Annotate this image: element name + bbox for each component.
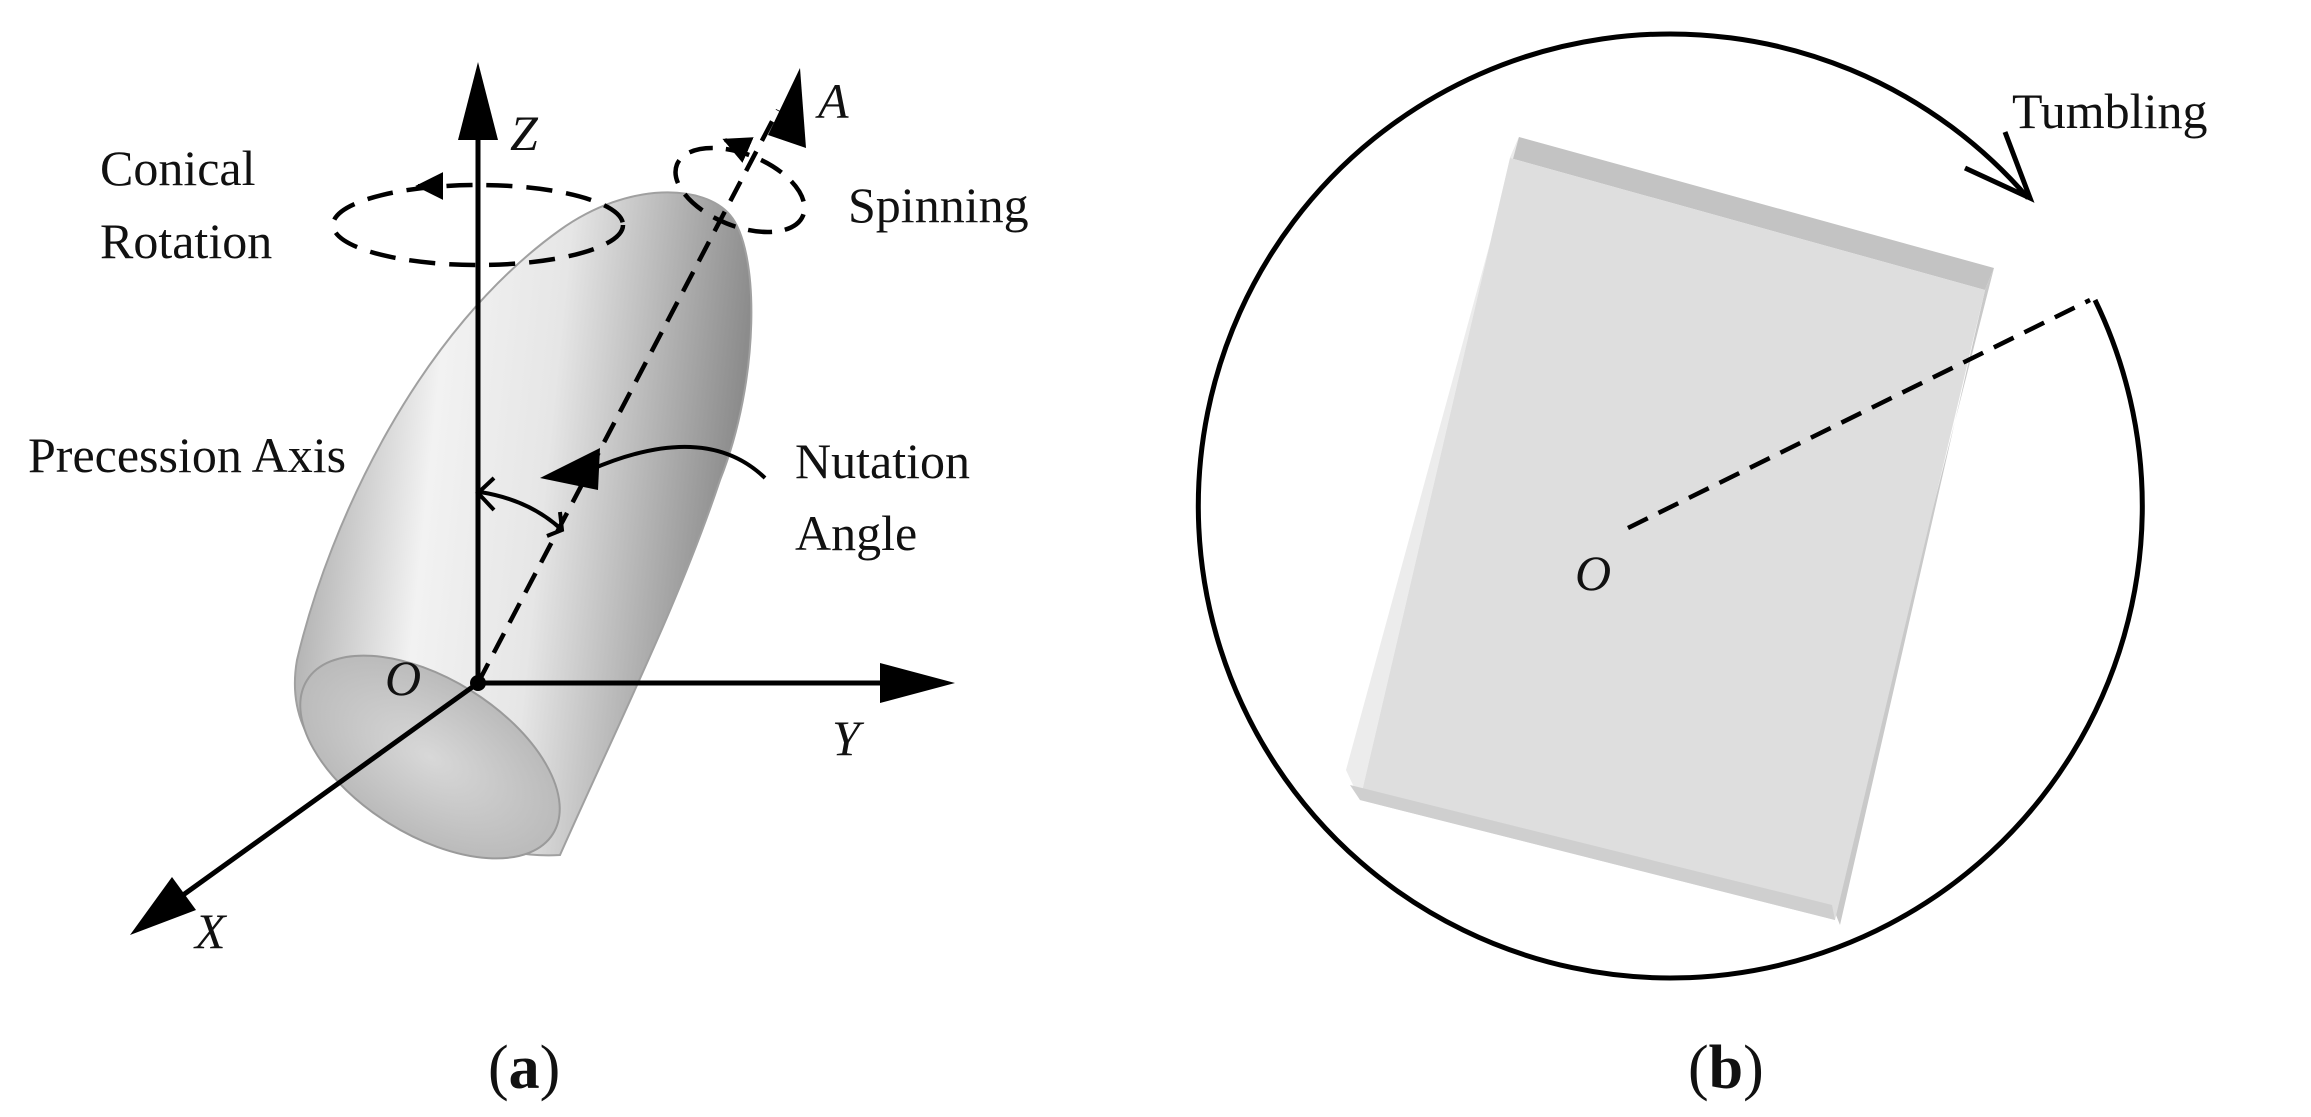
nutation-leader-arrowhead [540, 448, 600, 490]
y-axis-arrowhead [880, 663, 955, 703]
tumbling-circle [1195, 31, 2145, 981]
nutation-angle-arrow-left [475, 476, 496, 512]
origin-label-a: O [385, 650, 421, 706]
tumbling-arrowhead [1963, 131, 2035, 203]
x-axis-label: X [193, 903, 228, 959]
nutation-angle-label-line2: Angle [795, 505, 917, 561]
z-axis-label: Z [510, 105, 539, 161]
symmetry-axis-a [476, 108, 780, 685]
conical-rotation-label-line2: Rotation [100, 213, 272, 269]
nutation-leader-line [589, 444, 767, 480]
panel-b: O Tumbling (b) [1195, 31, 2207, 1102]
a-axis-label: A [815, 73, 849, 129]
tumbling-label: Tumbling [2012, 83, 2207, 139]
origin-label-b: O [1575, 545, 1611, 601]
precession-axis-label: Precession Axis [28, 427, 346, 483]
panel-b-caption: (b) [1688, 1034, 1764, 1102]
panel-a: Z A Y X O Conical Rotation Spinning Prec… [28, 62, 1029, 1102]
bullet-shape [293, 191, 753, 860]
x-axis-arrowhead [130, 877, 196, 935]
a-axis-arrowhead [768, 68, 806, 148]
panel-a-caption: (a) [488, 1034, 560, 1102]
nutation-angle-label-line1: Nutation [795, 433, 970, 489]
y-axis-label: Y [832, 710, 865, 766]
plate-shape [1346, 137, 1994, 925]
spinning-label: Spinning [848, 177, 1029, 233]
z-axis-arrowhead [458, 62, 498, 140]
tumbling-radius [1627, 297, 2091, 531]
conical-rotation-label-line1: Conical [100, 140, 256, 196]
spinning-ring [673, 145, 807, 235]
nutation-angle-arrow-right [546, 511, 565, 538]
x-axis [163, 680, 480, 911]
spinning-arrow [722, 137, 754, 163]
nutation-angle-arc [479, 490, 564, 532]
conical-rotation-ring [330, 182, 626, 268]
